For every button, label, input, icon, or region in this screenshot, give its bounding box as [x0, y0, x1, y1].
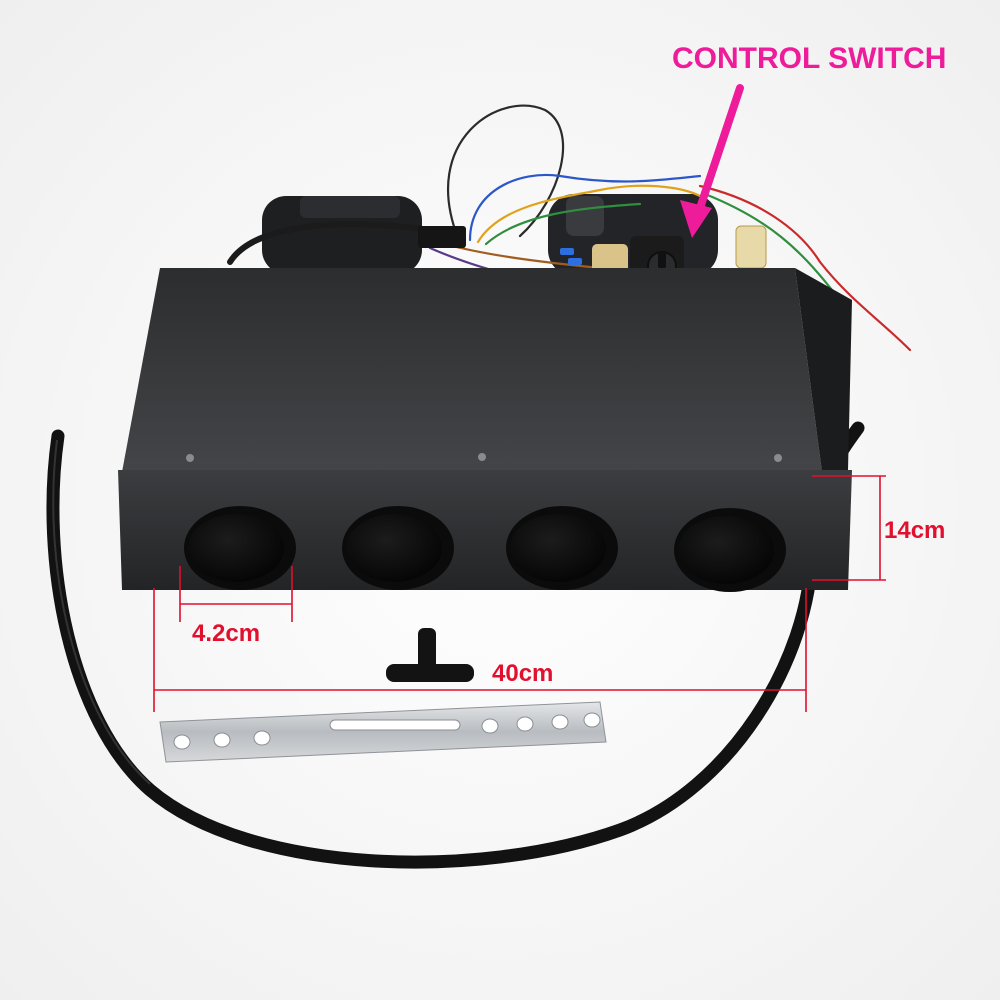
t-connector	[386, 628, 474, 682]
control-switch-label: CONTROL SWITCH	[672, 42, 947, 75]
outlet-vents	[184, 506, 786, 592]
outlet-vent-1	[184, 506, 296, 590]
outlet-diameter-label: 4.2cm	[192, 620, 261, 647]
outlet-vent-3	[506, 506, 618, 590]
outlet-vent-4	[674, 508, 786, 592]
housing-top	[122, 268, 822, 472]
dimension-lines	[153, 475, 886, 712]
housing-side	[795, 268, 852, 472]
housing-screws	[186, 453, 782, 462]
outlet-vent-2	[342, 506, 454, 590]
housing-front	[118, 470, 852, 590]
control-switch-arrow	[680, 84, 744, 238]
mounting-bracket	[159, 701, 607, 763]
height-dimension-label: 14cm	[884, 517, 946, 544]
width-dimension-label: 40cm	[492, 660, 554, 687]
